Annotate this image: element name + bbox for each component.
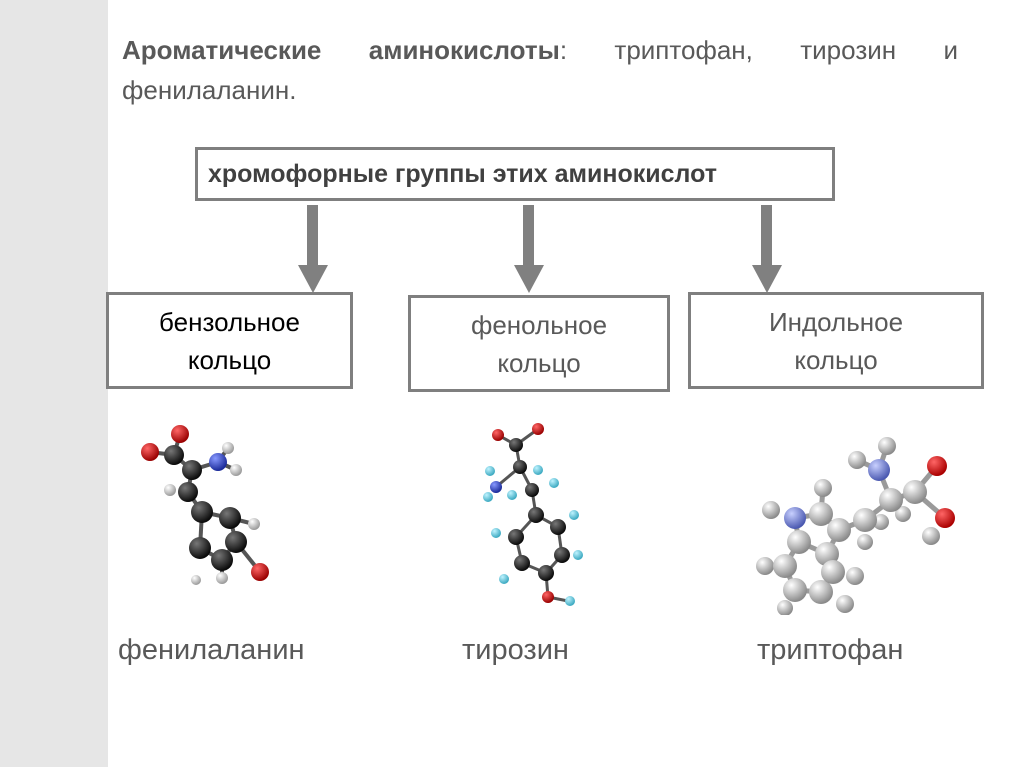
arrow-down-icon [752, 205, 782, 293]
caption-tyrosine: тирозин [462, 634, 569, 666]
tyrosine-model-icon [483, 423, 583, 606]
intro-rest: : триптофан, тирозин и фенилаланин. [122, 35, 958, 105]
indole-ring-box: Индольное кольцо [688, 292, 984, 389]
caption-phenylalanine: фенилаланин [118, 634, 305, 666]
group-line1: Индольное [768, 306, 904, 337]
group-line1: фенольное [470, 309, 608, 340]
chromophore-groups-box: хромофорные группы этих аминокислот [195, 147, 835, 201]
arrow-down-icon [514, 205, 544, 293]
group-line2: кольцо [187, 344, 272, 375]
arrow-down-icon [298, 205, 328, 293]
group-line2: кольцо [794, 344, 878, 375]
intro-text: Ароматические аминокислоты: триптофан, т… [122, 30, 958, 110]
benzene-ring-box: бензольное кольцо [106, 292, 353, 389]
caption-tryptophan: триптофан [757, 634, 904, 666]
group-line1: бензольное [159, 306, 300, 337]
group-line2: кольцо [497, 347, 581, 378]
phenylalanine-model-icon [141, 425, 269, 585]
phenol-ring-box: фенольное кольцо [408, 295, 670, 392]
intro-bold: Ароматические аминокислоты [122, 35, 560, 65]
left-sidebar-band [0, 0, 108, 767]
tryptophan-model-icon [756, 437, 955, 615]
